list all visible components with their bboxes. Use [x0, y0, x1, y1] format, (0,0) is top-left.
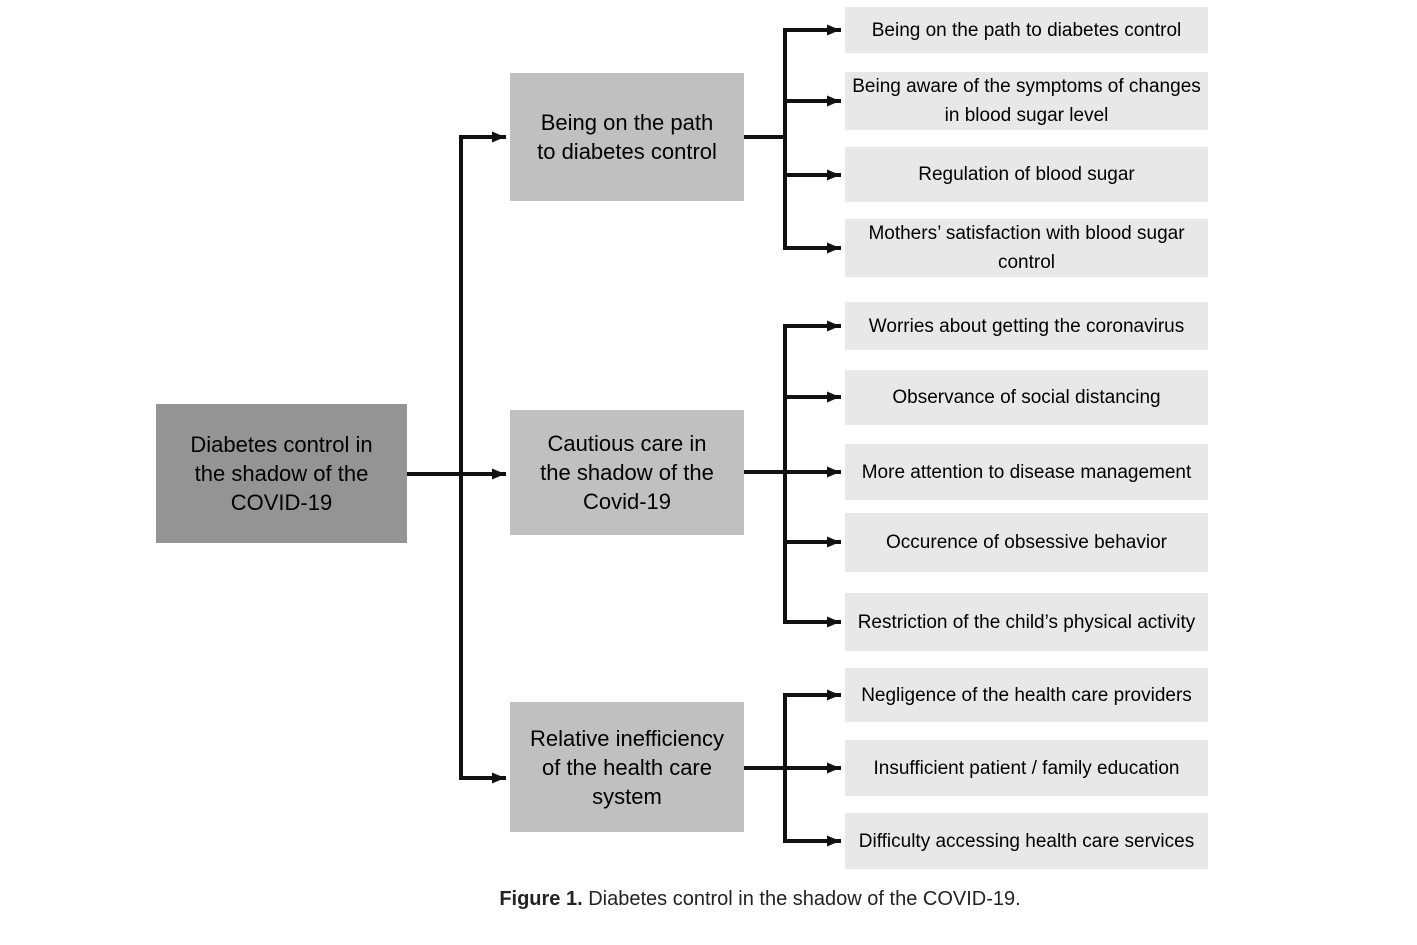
leaf-node-3-1: Negligence of the health care providers [845, 668, 1208, 722]
leaf-node-2-2: Observance of social distancing [845, 370, 1208, 425]
root-node: Diabetes control in the shadow of the CO… [156, 404, 407, 543]
leaf-node-line: More attention to disease management [861, 461, 1192, 483]
branch-node-3: Relative inefficiency of the health care… [510, 702, 744, 832]
leaf-node-1-4: Mothers’ satisfaction with blood sugar c… [845, 219, 1208, 277]
leaf-node-line: Being on the path to diabetes control [871, 19, 1182, 41]
figure-caption-label: Figure 1. [499, 888, 583, 910]
leaf-node-3-2: Insufficient patient / family education [845, 740, 1208, 796]
branch-2-connectors [742, 320, 841, 628]
leaf-node-line: Being aware of the symptoms of changes [852, 76, 1201, 97]
branch-node-line: Covid-19 [582, 489, 672, 514]
branch-node-line: Being on the path [540, 110, 714, 135]
leaf-node-line: in blood sugar level [944, 105, 1109, 126]
branch-node-line: Cautious care in [547, 431, 707, 456]
root-node-line: Diabetes control in [190, 432, 373, 457]
branch-1-connectors [742, 24, 841, 254]
leaf-node-2-1: Worries about getting the coronavirus [845, 302, 1208, 350]
leaf-node-line: Observance of social distancing [892, 387, 1161, 408]
branch-node-line: of the health care [541, 754, 712, 780]
leaf-node-line: Restriction of the child’s physical acti… [857, 611, 1196, 633]
leaf-node-1-2: Being aware of the symptoms of changes i… [845, 72, 1208, 130]
branch-node-line: the shadow of the [540, 460, 714, 485]
root-node-line: COVID-19 [230, 490, 333, 515]
leaf-node-1-3: Regulation of blood sugar [845, 147, 1208, 202]
branch-node-line: Relative inefficiency [529, 725, 725, 751]
leaf-node-line: Negligence of the health care providers [861, 684, 1192, 706]
figure-caption: Figure 1. Diabetes control in the shadow… [499, 888, 1020, 911]
branch-node-line: system [592, 783, 662, 809]
leaf-node-line: Occurence of obsessive behavior [886, 532, 1167, 553]
branch-node-2: Cautious care in the shadow of the Covid… [510, 410, 744, 535]
leaf-node-1-1: Being on the path to diabetes control [845, 7, 1208, 53]
leaf-node-line: control [997, 252, 1056, 273]
root-connectors [405, 131, 506, 784]
leaf-node-2-4: Occurence of obsessive behavior [845, 513, 1208, 572]
branch-node-line: to diabetes control [537, 139, 717, 164]
leaf-node-line: Worries about getting the coronavirus [868, 315, 1185, 337]
leaf-node-2-3: More attention to disease management [845, 444, 1208, 500]
leaf-node-line: Mothers’ satisfaction with blood sugar [868, 223, 1185, 244]
leaf-node-2-5: Restriction of the child’s physical acti… [845, 593, 1208, 651]
leaf-node-line: Regulation of blood sugar [918, 164, 1135, 185]
branch-3-connectors [742, 689, 841, 847]
leaf-node-line: Difficulty accessing health care service… [858, 830, 1195, 852]
branch-node-1: Being on the path to diabetes control [510, 73, 744, 201]
leaf-node-line: Insufficient patient / family education [873, 757, 1180, 779]
figure-caption-text: Diabetes control in the shadow of the CO… [582, 888, 1021, 910]
root-node-line: the shadow of the [194, 461, 369, 486]
leaf-node-3-3: Difficulty accessing health care service… [845, 813, 1208, 869]
